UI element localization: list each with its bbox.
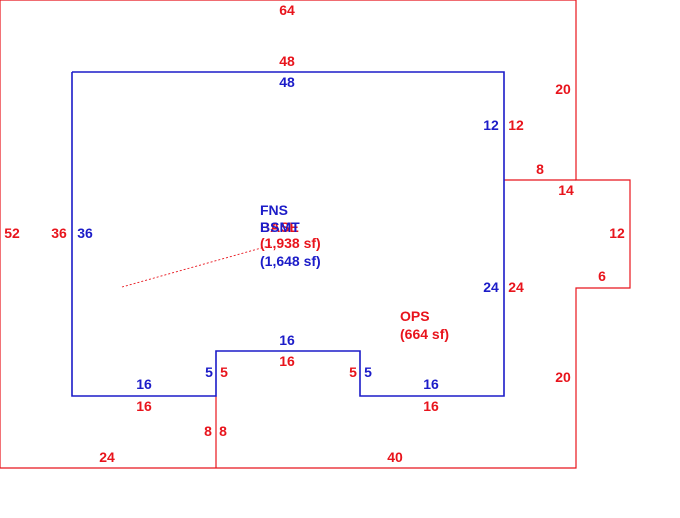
dim-outer-top: 64	[279, 2, 295, 18]
dim-outer-right-upper: 20	[555, 81, 571, 97]
dim-inner-bottom-left-red: 16	[136, 398, 152, 414]
ops-area-label: (664 sf)	[400, 326, 449, 342]
dim-divider-blue: 8	[204, 423, 212, 439]
base-label: BASE	[260, 219, 299, 235]
dim-divider-red: 8	[219, 423, 227, 439]
dim-inner-top-blue: 48	[279, 74, 295, 90]
dim-outer-bottom-right: 40	[387, 449, 403, 465]
dim-bump-right: 12	[609, 225, 625, 241]
dim-inner-right-lower-blue: 24	[483, 279, 499, 295]
bsmt-label: BSMT	[260, 219, 300, 235]
dim-inner-right-upper-red: 12	[508, 117, 524, 133]
dim-inner-top-red: 48	[279, 53, 295, 69]
leader-line	[121, 244, 273, 288]
dim-outer-bottom-left: 24	[99, 449, 115, 465]
dim-inner-bottom-right-red: 16	[423, 398, 439, 414]
fns-label: FNS	[260, 202, 288, 218]
dim-notch-left-red: 5	[220, 364, 228, 380]
dim-inner-right-upper-blue: 12	[483, 117, 499, 133]
dim-inner-right-lower-red: 24	[508, 279, 524, 295]
outer-outline	[0, 0, 631, 469]
dim-inner-bottom-right-blue: 16	[423, 376, 439, 392]
dim-outer-left: 52	[4, 225, 20, 241]
dim-inner-left-blue: 36	[77, 225, 93, 241]
dim-notch-right-blue: 5	[364, 364, 372, 380]
dim-notch-top-blue: 16	[279, 332, 295, 348]
inner-outline	[71, 71, 505, 397]
dim-notch-top-red: 16	[279, 353, 295, 369]
bsmt-area-label: (1,648 sf)	[260, 253, 321, 269]
dim-outer-right-lower: 20	[555, 369, 571, 385]
ops-label: OPS	[400, 308, 430, 324]
dim-step-top: 8	[536, 161, 544, 177]
dim-bump-top: 14	[558, 182, 574, 198]
base-area-label: (1,938 sf)	[260, 235, 321, 251]
dim-inner-left-red: 36	[51, 225, 67, 241]
dim-inner-bottom-left-blue: 16	[136, 376, 152, 392]
dim-notch-right-red: 5	[349, 364, 357, 380]
dim-notch-left-blue: 5	[205, 364, 213, 380]
dim-bump-bottom: 6	[598, 268, 606, 284]
